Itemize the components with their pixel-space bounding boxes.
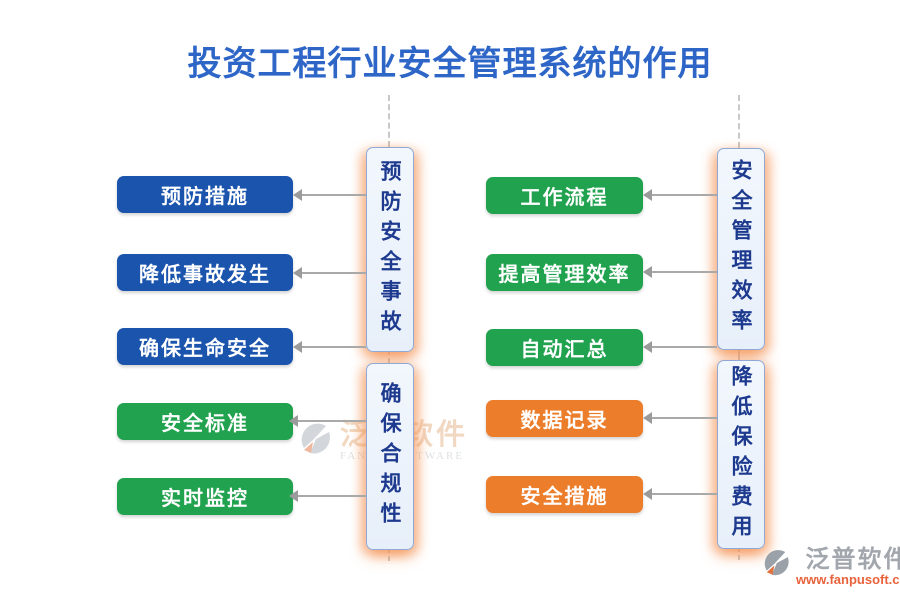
arrow-left-icon — [289, 490, 366, 502]
arrow-left-icon — [643, 266, 717, 278]
item-box-improve-efficiency: 提高管理效率 — [486, 254, 643, 291]
arrow-left-icon — [643, 412, 717, 424]
item-box-data-records: 数据记录 — [486, 400, 643, 437]
item-box-safety-measures: 安全措施 — [486, 476, 643, 513]
category-box-management-efficiency: 安全管理效率 — [717, 148, 765, 350]
item-box-realtime-monitoring: 实时监控 — [117, 478, 293, 515]
arrow-left-icon — [293, 341, 366, 353]
category-label: 降低保险费用 — [729, 364, 753, 545]
logo-brand: 泛普软件 — [805, 547, 900, 573]
category-box-prevent-accidents: 预防安全事故 — [366, 147, 414, 352]
dashed-connector — [738, 547, 740, 560]
arrow-left-icon — [293, 267, 366, 279]
arrow-left-icon — [293, 189, 366, 201]
fanpu-logo-icon — [301, 423, 330, 454]
dashed-connector — [388, 350, 390, 363]
item-box-auto-summary: 自动汇总 — [486, 329, 643, 366]
category-box-ensure-compliance: 确保合规性 — [366, 363, 414, 550]
arrow-left-icon — [643, 341, 717, 353]
category-box-lower-insurance-cost: 降低保险费用 — [717, 360, 765, 549]
logo-url: www.fanpusoft.com — [796, 572, 900, 587]
arrow-left-icon — [643, 488, 717, 500]
fanpu-logo-icon — [764, 550, 789, 576]
category-label: 安全管理效率 — [729, 159, 753, 339]
category-label: 确保合规性 — [378, 381, 402, 532]
arrow-left-icon — [643, 189, 717, 201]
page-title: 投资工程行业安全管理系统的作用 — [187, 46, 713, 83]
item-box-prevention-measures: 预防措施 — [117, 176, 293, 213]
item-box-safety-standards: 安全标准 — [117, 403, 293, 440]
item-box-ensure-life-safety: 确保生命安全 — [117, 328, 293, 365]
dashed-connector — [738, 95, 740, 148]
site-logo: 泛普软件 www.fanpusoft.com — [760, 547, 900, 587]
dashed-connector — [738, 348, 740, 360]
dashed-connector — [388, 548, 390, 561]
item-box-work-process: 工作流程 — [486, 177, 643, 214]
category-label: 预防安全事故 — [378, 159, 402, 340]
item-box-reduce-accidents: 降低事故发生 — [117, 254, 293, 291]
dashed-connector — [388, 95, 390, 147]
arrow-left-icon — [289, 415, 366, 427]
